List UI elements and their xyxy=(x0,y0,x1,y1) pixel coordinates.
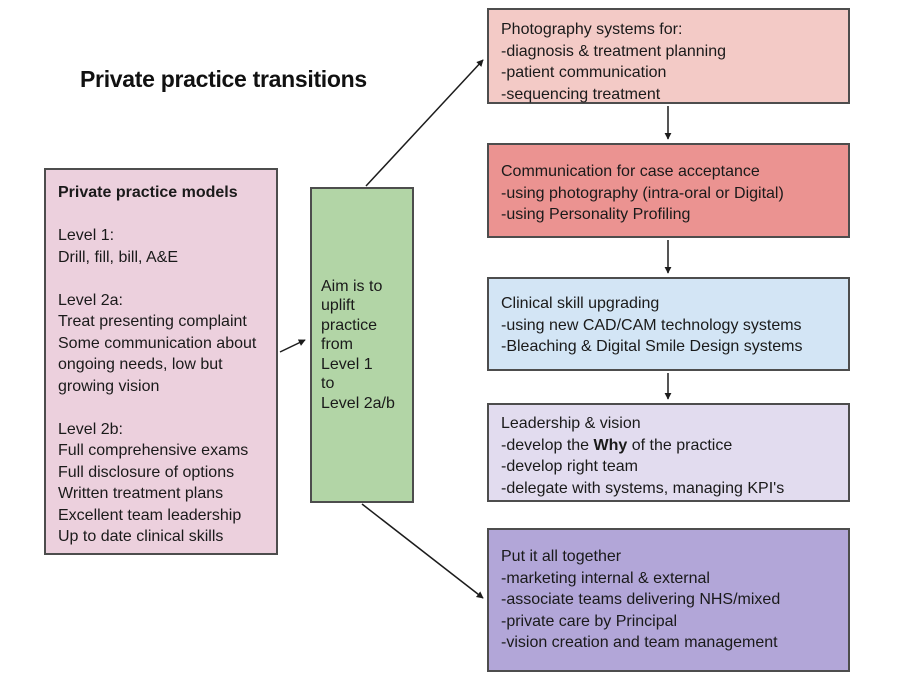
arrow-aim-to-photography xyxy=(365,59,484,187)
text-line: Leadership & vision xyxy=(501,415,641,432)
text-line: -private care by Principal xyxy=(501,612,678,630)
clinical-box-body: Clinical skill upgrading -using new CAD/C… xyxy=(501,293,836,358)
communication-box: Communication for case acceptance -using … xyxy=(487,143,850,238)
text-line: Clinical skill upgrading xyxy=(501,295,660,312)
clinical-skill-box: Clinical skill upgrading -using new CAD/C… xyxy=(487,277,850,371)
text-line: -marketing internal & external xyxy=(501,569,710,587)
text-line: Communication for case acceptance xyxy=(501,163,760,180)
text-line: practice xyxy=(321,316,378,334)
text-line: growing vision xyxy=(58,377,160,395)
text-line: -vision creation and team management xyxy=(501,634,778,651)
text-line: Photography systems for: xyxy=(501,21,683,38)
leadership-line2-bold: Why xyxy=(593,436,628,454)
text-line: uplift xyxy=(321,297,355,315)
text-line: Full disclosure of options xyxy=(58,463,235,481)
arrow-aim-to-together xyxy=(361,503,484,599)
text-line: -using photography (intra-oral or Digita… xyxy=(501,184,784,202)
leadership-vision-box: Leadership & vision -develop the Why of … xyxy=(487,403,850,502)
put-it-all-together-box: Put it all together -marketing internal &… xyxy=(487,528,850,672)
text-line: -develop the Why of the practice xyxy=(501,435,836,457)
text-line: -sequencing treatment xyxy=(501,85,661,103)
text-line: from xyxy=(321,336,353,354)
text-line: Treat presenting complaint xyxy=(58,313,247,330)
private-practice-models-box: Private practice models Level 1: Drill, f… xyxy=(44,168,278,555)
text-line: Written treatment plans xyxy=(58,485,224,502)
text-line: -using new CAD/CAM technology systems xyxy=(501,316,802,334)
text-line: -patient communication xyxy=(501,64,667,81)
models-box-header: Private practice models xyxy=(58,184,238,201)
text-line: Full comprehensive exams xyxy=(58,442,249,459)
leadership-line2-pre: -develop the xyxy=(501,436,594,454)
photography-systems-box: Photography systems for: -diagnosis & tre… xyxy=(487,8,850,104)
models-box-body: Level 1: Drill, fill, bill, A&E Level 2a:… xyxy=(58,204,266,548)
arrow-models-to-aim xyxy=(279,339,306,353)
text-line xyxy=(58,268,266,290)
text-line: -diagnosis & treatment planning xyxy=(501,42,727,60)
text-line: -develop right team xyxy=(501,458,638,475)
text-line: -using Personality Profiling xyxy=(501,206,691,223)
text-line: Up to date clinical skills xyxy=(58,528,224,545)
text-line: Level 2a/b xyxy=(321,394,395,412)
text-line: -associate teams delivering NHS/mixed xyxy=(501,591,781,608)
text-line: Aim is to xyxy=(321,277,383,295)
together-box-body: Put it all together -marketing internal &… xyxy=(501,546,836,654)
page-title: Private practice transitions xyxy=(80,66,367,92)
text-line: Excellent team leadership xyxy=(58,506,242,524)
leadership-line2-post: of the practice xyxy=(627,436,733,454)
text-line: -delegate with systems, managing KPI's xyxy=(501,479,785,497)
text-line: Level 1 xyxy=(321,355,373,373)
text-line: Level 2b: xyxy=(58,420,123,438)
photography-box-body: Photography systems for: -diagnosis & tre… xyxy=(501,19,836,105)
text-line: to xyxy=(321,375,335,393)
text-line: Put it all together xyxy=(501,548,622,565)
text-line: Some communication about xyxy=(58,334,257,352)
text-line: Level 1: xyxy=(58,227,115,244)
text-line xyxy=(58,397,266,419)
communication-box-body: Communication for case acceptance -using … xyxy=(501,161,836,226)
text-line: Level 2a: xyxy=(58,291,123,309)
text-line: -Bleaching & Digital Smile Design system… xyxy=(501,338,803,355)
text-line: Drill, fill, bill, A&E xyxy=(58,248,179,266)
text-line: ongoing needs, low but xyxy=(58,356,223,373)
text-line xyxy=(58,204,266,226)
